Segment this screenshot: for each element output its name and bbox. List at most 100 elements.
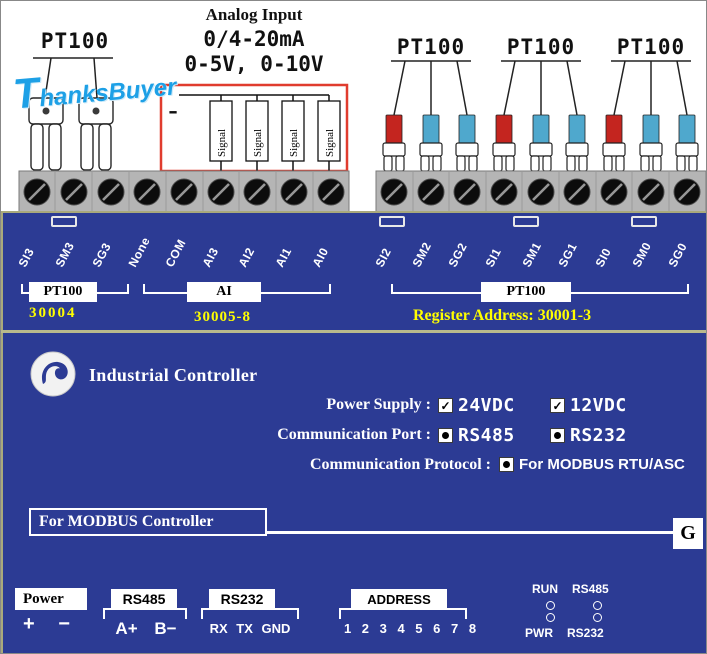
group-box-pt100-left: PT100 — [29, 282, 97, 302]
pt100-left-wiring — [33, 57, 113, 99]
analog-range-1: 0/4-20mA — [203, 27, 305, 51]
fork-terminal — [492, 142, 516, 172]
checkbox-checked-icon: ✓ — [438, 398, 453, 413]
crimp-blue — [678, 114, 696, 144]
jumper-mark — [379, 216, 405, 227]
analog-input-title: Analog Input — [205, 5, 303, 24]
power-supply-label: Power Supply : — [326, 396, 431, 413]
radio-dot-icon — [438, 428, 453, 443]
fork-terminal — [675, 142, 699, 172]
connector-bracket-tick — [103, 608, 105, 619]
pt100-label-right-3: PT100 — [616, 35, 686, 59]
connector-bracket-tick — [201, 608, 203, 619]
pt100-right-wiring — [391, 60, 691, 116]
terminal-strip-right — [375, 170, 706, 213]
checkbox-checked-icon: ✓ — [550, 398, 565, 413]
crimp-blue — [422, 114, 440, 144]
analog-input-box: Signal Signal Signal Signal — [159, 83, 349, 173]
crimp-red — [495, 114, 513, 144]
signal-tag: Signal — [288, 129, 300, 157]
fork-terminal — [639, 142, 663, 172]
rs232-pins: RX TX GND — [209, 621, 291, 636]
register-address-right: Register Address: 30001-3 — [413, 307, 592, 324]
terminal-strip-left — [18, 170, 350, 213]
pt100-label-right-2: PT100 — [506, 35, 576, 59]
radio-dot-icon — [499, 457, 514, 472]
fork-terminal — [382, 142, 406, 172]
connector-bracket — [339, 608, 467, 610]
brand-logo-icon — [30, 351, 76, 397]
register-address-center: 30005-8 — [194, 309, 251, 325]
led-label-pwr: PWR — [525, 626, 553, 640]
brand-name: Industrial Controller — [89, 365, 258, 385]
rs232-connector-label: RS232 — [209, 589, 275, 610]
led-rs485-icon — [593, 601, 602, 610]
radio-dot-icon — [550, 428, 565, 443]
port-option-label: RS232 — [570, 425, 627, 446]
rs485-pins: A+ B− — [115, 619, 177, 638]
connector-bracket-tick — [297, 608, 299, 619]
led-run-icon — [546, 601, 555, 610]
register-address-left: 30004 — [29, 305, 77, 321]
bracket-line — [143, 292, 187, 294]
crimp-blue — [568, 114, 586, 144]
protocol-option-label: For MODBUS RTU/ASC — [519, 456, 685, 473]
group-box-ai: AI — [187, 282, 261, 302]
led-label-rs232: RS232 — [567, 626, 604, 640]
fork-terminal — [602, 142, 626, 172]
banner-extension-line — [267, 531, 675, 534]
bracket-line — [261, 292, 331, 294]
power-option-label: 24VDC — [458, 395, 515, 416]
led-pwr-icon — [546, 613, 555, 622]
connector-bracket-tick — [339, 608, 341, 619]
comm-protocol-label: Communication Protocol : — [309, 456, 491, 473]
fork-terminal — [565, 142, 589, 172]
minus-terminal-label: - — [168, 95, 178, 126]
analog-range-2: 0-5V, 0-10V — [184, 52, 324, 76]
pt100-label-right-1: PT100 — [396, 35, 466, 59]
port-option-rs232: RS232 — [550, 425, 627, 446]
section-divider — [1, 330, 706, 333]
bracket-line — [571, 292, 689, 294]
bracket-tick — [127, 284, 129, 294]
controller-body — [1, 211, 706, 653]
crimp-blue — [642, 114, 660, 144]
crimp-blue — [532, 114, 550, 144]
address-connector-label: ADDRESS — [351, 589, 447, 610]
fork-terminal — [455, 142, 479, 172]
comm-port-label: Communication Port : — [277, 426, 431, 443]
bracket-tick — [21, 284, 23, 294]
signal-tag: Signal — [324, 129, 336, 157]
port-option-rs485: RS485 — [438, 425, 515, 446]
modbus-controller-banner: For MODBUS Controller — [29, 508, 267, 536]
jumper-mark — [51, 216, 77, 227]
rs485-connector-label: RS485 — [111, 589, 177, 610]
group-box-pt100-right: PT100 — [481, 282, 571, 302]
crimp-blue — [458, 114, 476, 144]
led-label-rs485: RS485 — [572, 582, 609, 596]
signal-tag: Signal — [216, 129, 228, 157]
pt100-label-left: PT100 — [40, 29, 110, 53]
bracket-tick — [687, 284, 689, 294]
connector-bracket — [201, 608, 299, 610]
power-pins: + − — [23, 613, 70, 635]
led-label-run: RUN — [532, 582, 558, 596]
bracket-tick — [329, 284, 331, 294]
fork-terminal — [419, 142, 443, 172]
bracket-tick — [143, 284, 145, 294]
connector-bracket-tick — [465, 608, 467, 619]
jumper-mark — [631, 216, 657, 227]
power-option-12vdc: ✓ 12VDC — [550, 395, 627, 416]
crimp-red — [605, 114, 623, 144]
power-connector-label: Power — [15, 588, 87, 610]
corner-letter-box: G — [673, 518, 703, 549]
bracket-tick — [391, 284, 393, 294]
bracket-line — [391, 292, 481, 294]
power-option-24vdc: ✓ 24VDC — [438, 395, 515, 416]
protocol-option-modbus: For MODBUS RTU/ASC — [499, 456, 685, 473]
connector-bracket-tick — [185, 608, 187, 619]
port-option-label: RS485 — [458, 425, 515, 446]
address-pins: 1 2 3 4 5 6 7 8 — [343, 621, 477, 636]
bracket-line — [21, 292, 29, 294]
